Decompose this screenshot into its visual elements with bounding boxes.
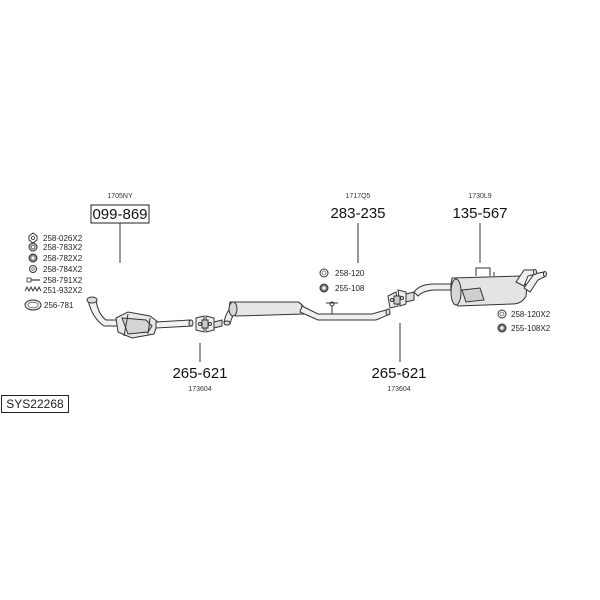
centre-silencer-part[interactable] [223,301,391,326]
catalyst-number[interactable]: 099-869 [92,206,147,223]
clamp-left-number[interactable]: 265-621 [172,365,227,382]
hardware-label: 258-782X2 [43,254,83,263]
hardware-item[interactable]: 251-932X2 [24,285,83,295]
centre-silencer-ref: 1717Q5 [346,193,371,200]
hardware-list-right: 258-120X2 255-108X2 [497,309,551,333]
clamp-left-ref: 173604 [188,386,211,393]
hardware-label: 258-120X2 [511,310,551,319]
hardware-list-left: 258-026X2 258-783X2 258-782X2 258-784X2 … [24,232,83,311]
clamp-right-number[interactable]: 265-621 [371,365,426,382]
rear-silencer-ref: 1730L9 [468,193,491,200]
hardware-item[interactable]: 258-026X2 [28,232,83,244]
centre-silencer-number[interactable]: 283-235 [330,205,385,222]
hardware-label: 258-120 [335,269,365,278]
rear-silencer-number[interactable]: 135-567 [452,205,507,222]
catalyst-ref: 1705NY [107,193,133,200]
hardware-item[interactable]: 258-783X2 [28,242,83,252]
hardware-label: 258-783X2 [43,243,83,252]
hardware-list-centre: 258-120 255-108 [319,268,365,293]
hardware-item[interactable]: 258-791X2 [26,276,83,285]
bolt-icon [26,277,40,283]
hardware-label: 258-791X2 [43,276,83,285]
hanger-ring-icon [319,268,329,278]
hardware-label: 255-108 [335,284,365,293]
hardware-label: 256-781 [44,301,74,310]
washer-icon [29,265,37,273]
hanger-ring-icon [497,309,507,319]
catalyst-part[interactable] [86,296,194,339]
clamp-right-ref: 173604 [387,386,410,393]
hardware-item[interactable]: 258-782X2 [28,253,83,263]
rear-silencer-part[interactable] [413,267,547,307]
clamp-right-part[interactable] [387,289,415,309]
hardware-label: 251-932X2 [43,286,83,295]
system-code: SYS22268 [1,395,69,413]
clamp-left-part[interactable] [195,315,223,333]
hardware-label: 255-108X2 [511,324,551,333]
spring-icon [24,285,42,293]
hardware-item[interactable]: 258-120X2 [497,309,551,319]
hardware-item[interactable]: 256-781 [24,299,74,311]
hardware-item[interactable]: 258-120 [319,268,365,278]
hardware-label: 258-026X2 [43,234,83,243]
hardware-label: 258-784X2 [43,265,83,274]
hardware-item[interactable]: 255-108 [319,283,365,293]
hardware-item[interactable]: 255-108X2 [497,323,551,333]
hex-nut-icon [28,232,38,244]
hardware-item[interactable]: 258-784X2 [29,265,83,274]
